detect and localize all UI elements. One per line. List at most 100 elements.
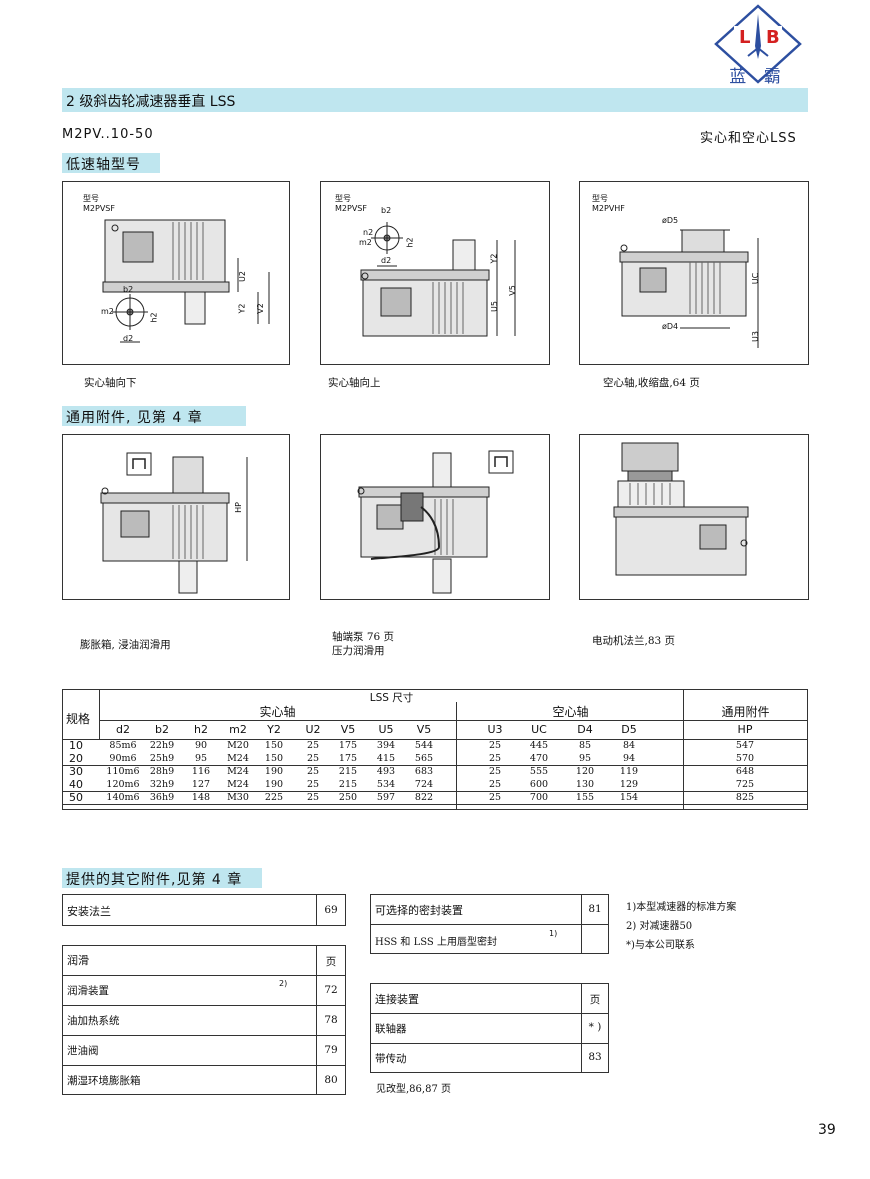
col-header: HP [737,723,753,736]
table-cell: 95 [578,753,592,764]
table-cell: 110m6 [106,766,140,777]
table-cell: 215 [338,766,358,777]
size-cell: 10 [69,739,83,752]
col-header: U5 [378,723,394,736]
mount-flange-label: 安装法兰 [67,905,111,918]
table-cell: 150 [264,740,284,751]
panel-caption: 实心轴向上 [328,377,381,389]
page-title: 2 级斜齿轮减速器垂直 LSS [66,94,236,110]
table-cell: 394 [376,740,396,751]
dim-b2: b2 [381,206,392,215]
dim-hp: HP [233,502,243,513]
table-cell: 565 [414,753,434,764]
table-cell: M24 [227,753,249,764]
table-cell: 85 [578,740,592,751]
seals-page: 81 [588,903,602,915]
table-cell: 36h9 [149,792,175,803]
dim-h2: h2 [405,237,415,248]
table-cell: 127 [191,779,211,790]
type-model: M2PVSF [83,204,115,213]
connections-item: 带传动 [375,1053,407,1065]
group-header-hollow: 空心轴 [552,705,589,719]
lubrication-page: 78 [324,1014,338,1026]
col-header: b2 [155,723,169,736]
table-cell: 130 [575,779,595,790]
accessory-caption: 电动机法兰,83 页 [592,635,676,647]
col-header: h2 [194,723,208,736]
table-cell: 95 [194,753,208,764]
col-header: V5 [416,723,432,736]
subtitle-right: 实心和空心LSS [700,131,797,146]
table-cell: 190 [264,766,284,777]
table-cell: 25 [488,740,502,751]
table-cell: 555 [529,766,549,777]
lubrication-item: 潮湿环境膨胀箱 [67,1075,141,1087]
table-cell: 120 [575,766,595,777]
type-label: 型号 [83,194,99,203]
table-cell: 700 [529,792,549,803]
footnote-mark: 2) [279,979,288,988]
mount-flange-page: 69 [324,904,338,916]
table-cell: 570 [735,753,755,764]
dim-b2: b2 [123,285,134,294]
col-header-size: 规格 [66,712,91,726]
table-cell: 597 [376,792,396,803]
table-cell: 120m6 [106,779,140,790]
table-cell: 129 [619,779,639,790]
table-cell: 140m6 [106,792,140,803]
gearbox-drawing [102,219,270,343]
size-cell: 40 [69,778,83,791]
lubrication-title: 润滑 [67,954,89,967]
table-cell: 648 [735,766,755,777]
section-heading-other: 提供的其它附件,见第 4 章 [62,868,262,888]
table-cell: 250 [338,792,358,803]
model-range: M2PV..10-50 [62,127,154,142]
lubrication-page: 79 [324,1044,338,1056]
gearbox-drawing [613,442,749,576]
table-cell: 724 [414,779,434,790]
table-cell: 25 [488,779,502,790]
table-cell: M20 [227,740,249,751]
table-cell: 32h9 [149,779,175,790]
page-header: 页 [325,956,337,968]
table-cell: 175 [338,740,358,751]
col-header: D5 [621,723,637,736]
svg-text:L: L [739,27,750,48]
seals-item: HSS 和 LSS 上用唇型密封 [375,937,497,948]
dim-d5: øD5 [662,216,679,225]
drawing-panel-shaft-down: 型号 M2PVSF b2 m2 h2 d2 U2 Y2 V2 [62,181,290,365]
lubrication-item: 泄油阀 [67,1045,99,1057]
table-cell: 25 [306,779,320,790]
panel-caption: 实心轴向下 [84,377,137,389]
table-cell: 116 [191,766,211,777]
col-header: m2 [229,723,247,736]
table-cell: 445 [529,740,549,751]
page-header: 页 [589,994,601,1006]
accessory-caption: 轴端泵 76 页 [332,631,395,643]
table-cell: 822 [414,792,434,803]
table-cell: M30 [227,792,249,803]
table-cell: M24 [227,779,249,790]
dim-v2: V2 [255,303,265,314]
dim-d2: d2 [381,256,392,265]
table-cell: 155 [575,792,595,803]
table-cell: 547 [735,740,755,751]
col-header: U2 [305,723,321,736]
col-header: V5 [340,723,356,736]
drawing-panel-hollow: 型号 M2PVHF øD5 øD4 UC U3 [579,181,809,365]
dim-y2: Y2 [237,303,247,314]
table-cell: 600 [529,779,549,790]
table-cell: 25 [306,792,320,803]
svg-text:B: B [766,27,780,48]
dim-d2: d2 [123,334,134,343]
table-cell: 493 [376,766,396,777]
table-cell: 25h9 [149,753,175,764]
table-cell: 683 [414,766,434,777]
type-label: 型号 [335,194,351,203]
table-cell: 25 [488,766,502,777]
connections-item: 联轴器 [375,1023,407,1035]
page-title-bar: 2 级斜齿轮减速器垂直 LSS [62,88,808,112]
dim-n2: n2 [363,228,374,237]
